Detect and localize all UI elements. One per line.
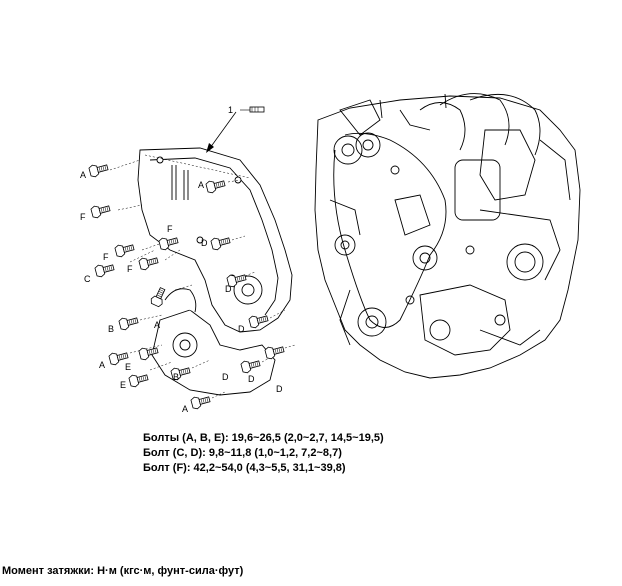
callout-f-2: F <box>103 252 109 262</box>
callout-a-3: A <box>182 404 188 414</box>
callout-f-3: F <box>127 264 133 274</box>
part-number-1: 1 <box>228 105 233 115</box>
callout-d-1: D <box>201 238 208 248</box>
callout-letters: A F F C F B A E E A A F D D A D B D D D <box>80 170 283 414</box>
callout-d-6: D <box>276 384 283 394</box>
callout-b-1: B <box>108 324 114 334</box>
callout-c-1: C <box>84 274 91 284</box>
callout-a-5: A <box>154 320 160 330</box>
torque-spec-cd: Болт (C, D): 9,8~11,8 (1,0~1,2, 7,2~8,7) <box>143 447 342 459</box>
bolts <box>109 154 296 399</box>
callout-f-1: F <box>80 212 86 222</box>
callout-e-2: E <box>120 380 126 390</box>
part-1-plug <box>206 106 265 153</box>
torque-spec-f: Болт (F): 42,2~54,0 (4,3~5,5, 31,1~39,8) <box>143 462 346 474</box>
torque-unit-note: Момент затяжки: Н·м (кгс·м, фунт-сила·фу… <box>2 565 244 577</box>
engine-assembly <box>314 93 581 379</box>
callout-b-2: B <box>173 372 179 382</box>
callout-d-2: D <box>225 284 232 294</box>
callout-d-3: D <box>238 324 245 334</box>
callout-f-4: F <box>167 224 173 234</box>
callout-a-1: A <box>80 170 86 180</box>
torque-spec-abe: Болты (A, B, E): 19,6~26,5 (2,0~2,7, 14,… <box>143 432 384 444</box>
callout-d-4: D <box>222 372 229 382</box>
callout-a-4: A <box>198 180 204 190</box>
callout-e-1: E <box>125 362 131 372</box>
callout-d-5: D <box>248 374 255 384</box>
callout-a-2: A <box>99 360 105 370</box>
